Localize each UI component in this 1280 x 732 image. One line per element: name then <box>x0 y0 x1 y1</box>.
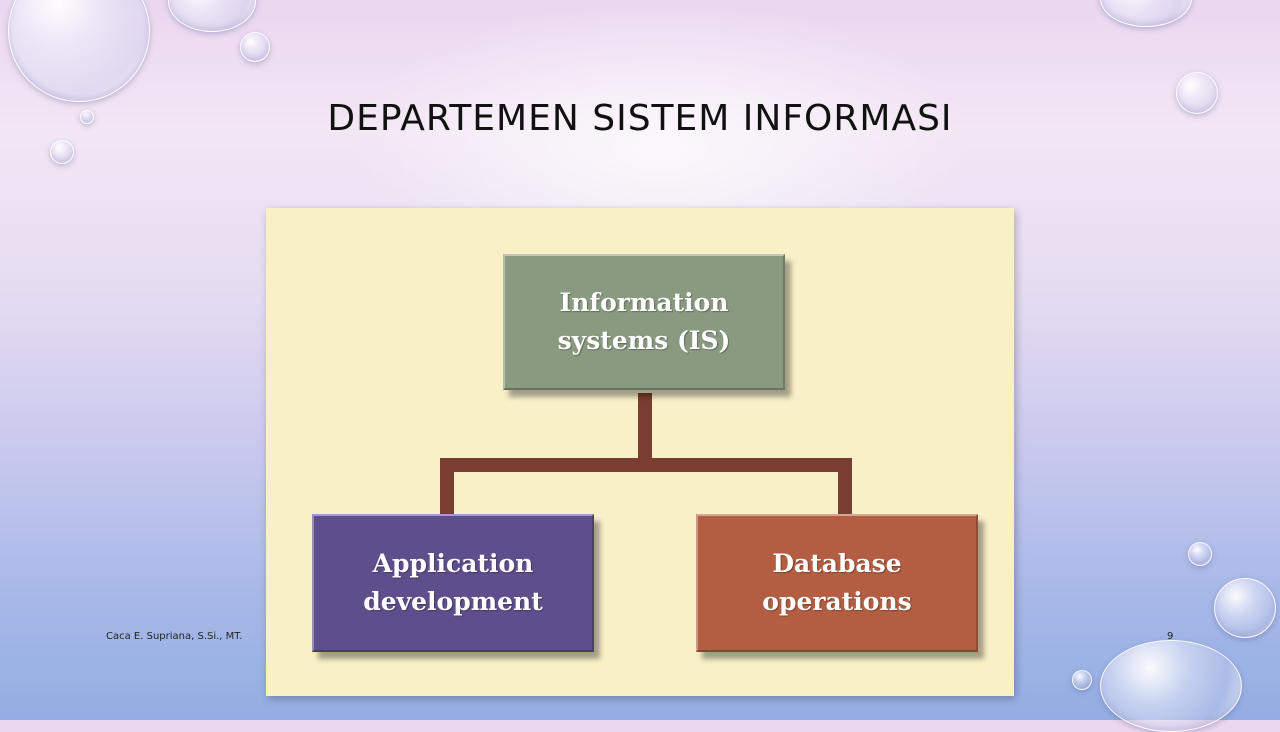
node-information-systems: Information systems (IS) <box>503 254 785 390</box>
water-droplet-decoration <box>240 32 270 62</box>
water-droplet-decoration <box>1188 542 1212 566</box>
node-database-operations: Database operations <box>696 514 978 652</box>
node-information-systems-label: Information systems (IS) <box>557 288 731 355</box>
water-droplet-decoration <box>1100 640 1242 732</box>
water-droplet-decoration <box>1176 72 1218 114</box>
water-droplet-decoration <box>8 0 150 102</box>
node-database-operations-label: Database operations <box>762 549 912 616</box>
connector-horizontal <box>440 458 852 472</box>
slide-title: DEPARTEMEN SISTEM INFORMASI <box>327 98 953 139</box>
water-droplet-decoration <box>1100 0 1192 27</box>
water-droplet-decoration <box>168 0 256 32</box>
water-droplet-decoration <box>80 110 94 124</box>
water-droplet-decoration <box>1072 670 1092 690</box>
node-application-development: Application development <box>312 514 594 652</box>
footer-author: Caca E. Supriana, S.Si., MT. <box>106 631 243 642</box>
node-application-development-label: Application development <box>363 549 543 616</box>
page-number: 9 <box>1167 631 1174 642</box>
connector-vertical-left <box>440 458 454 518</box>
connector-vertical-right <box>838 458 852 518</box>
water-droplet-decoration <box>50 140 74 164</box>
connector-vertical-root <box>638 393 652 463</box>
water-droplet-decoration <box>1214 578 1276 638</box>
org-chart-panel: Information systems (IS) Application dev… <box>266 208 1014 696</box>
